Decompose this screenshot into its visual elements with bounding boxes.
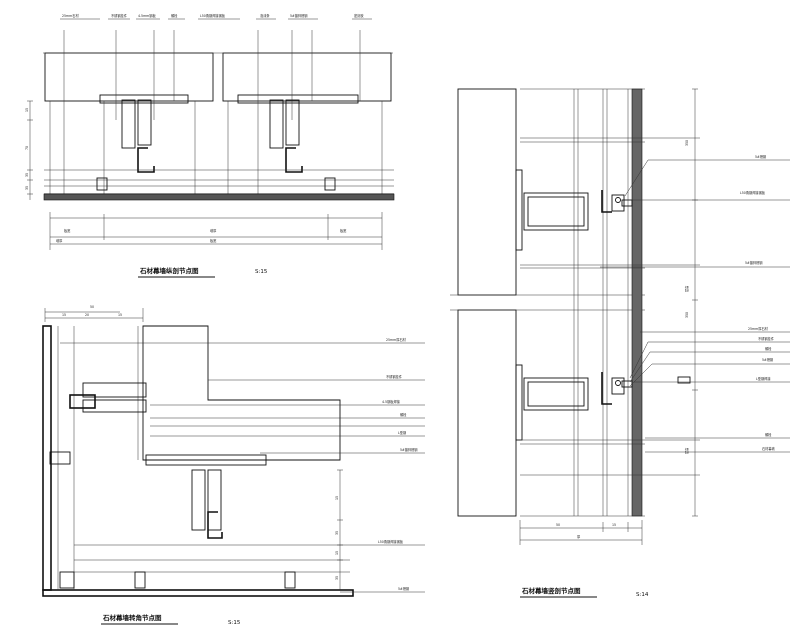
right-bottom-dimensions: 50 15 厚 [519,520,643,545]
concrete-corner-block [142,325,341,461]
bottom-dim-4: 墙厚 [56,238,63,243]
right-side-dim-2: 层高 [684,286,689,292]
top-left-callouts: 25mm石材 不锈钢挂件 4.5mm钢板 螺栓 L50角钢焊接钢板 泡沫条 5#… [60,13,372,20]
bl-side-dim-2: 35 [335,531,339,535]
callout-4: 螺栓 [171,13,178,18]
callout-2: 不锈钢挂件 [111,13,128,18]
bl-side-dim-4: 35 [335,576,339,580]
bl-callout-6: 5#镀锌槽钢 [400,447,417,452]
right-callout-6: 螺栓 [765,346,772,351]
bottom-left-scale: S:15 [228,620,241,626]
right-callouts: 5#槽钢 L50角钢焊接钢板 5#镀锌槽钢 25mm厚石材 不锈钢挂件 螺栓 5… [600,154,790,453]
top-left-plan-detail: 15 70 35 35 25mm石材 不锈钢挂件 4.5mm钢板 螺栓 L50角… [25,13,395,278]
right-callout-7: 5#槽钢 [762,357,773,362]
channel-brackets [121,99,303,173]
bl-callout-4: 螺栓 [400,412,407,417]
top-left-title: 石材幕墙纵剖节点图 [139,266,199,275]
concrete-wall-right [222,52,392,102]
frame-lines [49,30,383,195]
right-callout-4: 25mm厚石材 [748,326,769,331]
bl-callout-2: 不锈钢挂件 [386,374,403,379]
right-steel-brackets [523,190,691,411]
concrete-column-lower [457,309,517,517]
right-callout-5: 不锈钢挂件 [758,336,775,341]
right-callout-9: 螺栓 [765,432,772,437]
callout-6: 泡沫条 [260,13,270,18]
bottom-dim-2: 墙厚 [210,228,217,233]
top-dim-4: 15 [118,313,122,317]
top-left-side-dimensions: 15 70 35 35 [25,100,33,200]
bl-callout-8: 5#槽钢 [398,586,409,591]
top-dim-1: 50 [90,305,94,309]
right-side-dim-3: 350 [685,312,689,318]
bottom-dim-3: 板宽 [340,228,347,233]
right-bottom-dim-2: 15 [612,523,616,527]
concrete-wall-left [44,52,214,102]
bottom-left-corner-detail: 50 15 20 15 [42,305,425,626]
bolt-anchors [96,177,336,191]
right-callout-8: L型钢焊接 [756,376,771,381]
bl-side-dim-1: 15 [335,496,339,500]
side-dim-3: 35 [25,173,29,177]
callout-5: L50角钢焊接钢板 [200,13,226,18]
bottom-left-side-dimensions: 15 35 15 35 [335,469,343,590]
bottom-dim-1: 板宽 [64,228,71,233]
top-dim-2: 15 [62,313,66,317]
side-dim-1: 15 [25,108,29,112]
right-section-detail: 350 层高 350 层高 5#槽钢 L50角钢焊接钢板 5#镀锌槽钢 25mm… [450,88,790,598]
bl-callout-1: 25mm厚石材 [386,337,407,342]
top-left-bottom-dimensions: 板宽 墙厚 板宽 墙厚 板宽 [49,212,383,250]
bl-callout-3: 4.5钢板焊接 [382,399,401,404]
bl-side-dim-3: 15 [335,551,339,555]
callout-8: 密封胶 [354,13,364,18]
right-vertical-layers [520,88,645,517]
right-bottom-dim-1: 50 [556,523,560,527]
bl-callout-7: L50角钢焊接钢板 [378,539,404,544]
right-bottom-dim-3: 厚 [577,534,581,539]
right-callout-1: 5#槽钢 [755,154,766,159]
callout-7: 5#镀锌槽钢 [290,13,307,18]
bottom-left-title: 石材幕墙转角节点图 [102,613,162,622]
right-scale: S:14 [636,592,649,598]
right-joint-lines [520,137,700,476]
callout-1: 25mm石材 [62,13,79,18]
bottom-left-callouts: 25mm厚石材 不锈钢挂件 4.5钢板焊接 螺栓 L型钢 5#镀锌槽钢 L50角… [378,337,417,591]
bottom-left-horizontal-lines [60,342,425,593]
bottom-dim-5: 板宽 [210,238,217,243]
right-side-dim-4: 层高 [684,448,689,454]
right-side-dim-1: 350 [685,140,689,146]
right-title: 石材幕墙竖剖节点图 [521,586,581,595]
bl-callout-5: L型钢 [398,430,406,435]
right-callout-2: L50角钢焊接钢板 [740,190,766,195]
callout-3: 4.5mm钢板 [138,13,156,18]
bottom-left-top-dimensions: 50 15 20 15 [44,305,144,322]
side-dim-4: 35 [25,186,29,190]
right-callout-3: 5#镀锌槽钢 [745,260,762,265]
stone-panel-lines [43,169,395,201]
right-callout-10: 石材幕墙 [762,446,776,451]
top-dim-3: 20 [85,313,89,317]
side-dim-2: 70 [25,146,29,150]
top-left-scale: S:15 [255,269,268,275]
concrete-column-upper [457,88,517,296]
